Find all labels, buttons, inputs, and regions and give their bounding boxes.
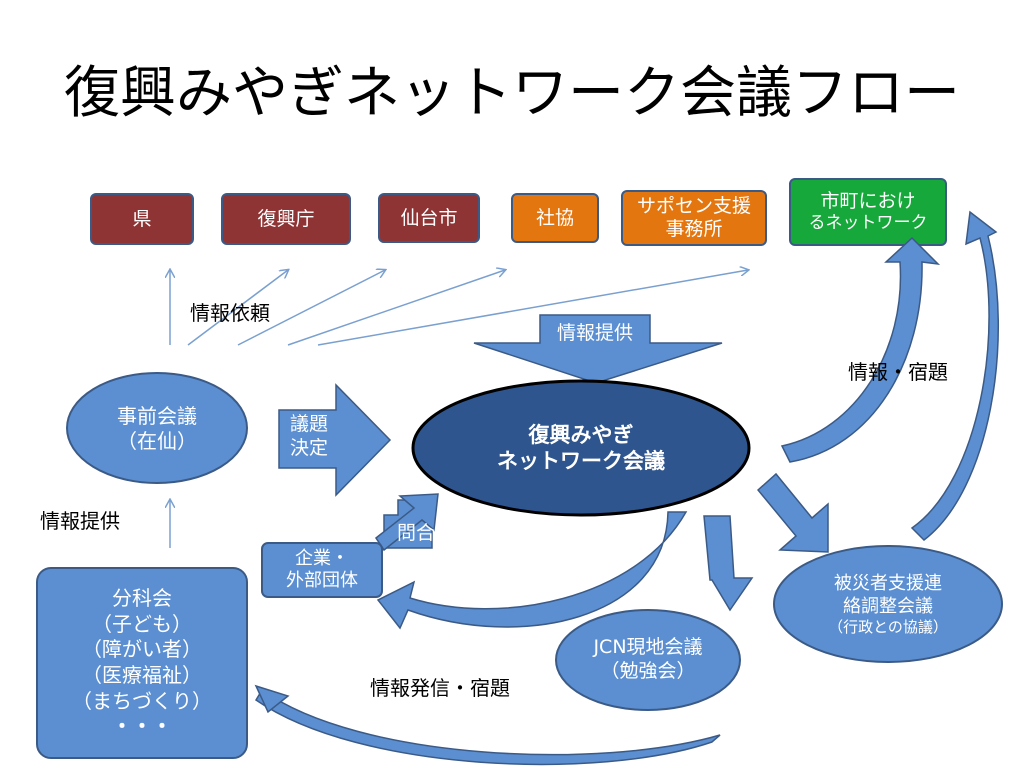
box-sendai-label: 仙台市 bbox=[400, 206, 458, 229]
info-provide-left-label: 情報提供 bbox=[40, 509, 120, 533]
subcommittee-node: 分科会 （子ども） （障がい者） （医療福祉） （まちづくり） ・・・ bbox=[37, 568, 247, 758]
victim-support-node: 被災者支援連 絡調整会議 （行政との協議） bbox=[774, 566, 1002, 644]
pre-meeting-shape bbox=[66, 372, 248, 484]
subcommittee-line: （障がい者） bbox=[82, 637, 202, 662]
inquiry-arrow bbox=[374, 493, 439, 552]
topic-decide-line2: 決定 bbox=[289, 436, 328, 459]
main-meeting-line1: 復興みやぎ bbox=[528, 422, 634, 447]
main-to-victim-arrow bbox=[756, 472, 829, 553]
box-sapocen-line1: サポセン支援 bbox=[636, 195, 751, 218]
pre-meeting-node: 事前会議 （在仙） bbox=[67, 393, 247, 465]
main-meeting-node: 復興みやぎ ネットワーク会議 bbox=[413, 410, 749, 486]
main-to-company-curve bbox=[376, 511, 688, 630]
info-homework-label: 情報・宿題 bbox=[848, 360, 948, 384]
box-fukkocho-label: 復興庁 bbox=[257, 207, 315, 230]
arrow-to-shakyo bbox=[287, 270, 505, 346]
jcn-line1: JCN現地会議 bbox=[593, 636, 703, 659]
subcommittee-line: （子ども） bbox=[92, 611, 192, 636]
company-node: 企業・ 外部団体 bbox=[262, 543, 382, 597]
box-fukkocho: 復興庁 bbox=[221, 193, 351, 245]
main-to-jcn-arrow bbox=[703, 515, 754, 612]
subcommittee-line: （まちづくり） bbox=[72, 688, 212, 713]
victim-line3: （行政との協議） bbox=[828, 618, 948, 637]
info-provide-down-arrow bbox=[473, 314, 723, 384]
subcommittee-line: （医療福祉） bbox=[82, 663, 202, 687]
victim-to-network-curve bbox=[910, 210, 1000, 541]
topic-decide-line1: 議題 bbox=[289, 413, 328, 435]
main-meeting-line2: ネットワーク会議 bbox=[497, 449, 665, 473]
info-request-arrows bbox=[170, 270, 748, 548]
box-machi-line1: 市町におけ bbox=[820, 190, 916, 213]
victim-support-shape bbox=[773, 545, 1003, 663]
info-provide-top-label: 情報提供 bbox=[556, 322, 633, 344]
info-request-label: 情報依頼 bbox=[190, 301, 270, 325]
topic-decide-label: 議題 決定 bbox=[282, 413, 336, 461]
company-line2: 外部団体 bbox=[286, 570, 358, 591]
send-homework-label: 情報発信・宿題 bbox=[370, 676, 510, 700]
jcn-line2: （勉強会） bbox=[600, 660, 696, 682]
pre-meeting-line2: （在仙） bbox=[117, 429, 197, 453]
arrow-to-fukkocho bbox=[187, 270, 288, 346]
box-machi-line2: るネットワーク bbox=[808, 213, 928, 234]
topic-decide-arrow bbox=[278, 383, 392, 497]
main-to-network-curve bbox=[780, 236, 941, 463]
box-ken: 県 bbox=[90, 193, 194, 245]
box-machi-network: 市町におけ るネットワーク bbox=[789, 178, 947, 246]
victim-line2: 絡調整会議 bbox=[843, 595, 933, 617]
box-sendai: 仙台市 bbox=[378, 193, 480, 243]
bottom-curve-body bbox=[254, 688, 721, 766]
company-line1: 企業・ bbox=[295, 547, 349, 569]
subcommittee-shape bbox=[36, 567, 248, 759]
jcn-node: JCN現地会議 （勉強会） bbox=[556, 628, 740, 692]
subcommittee-line: ・・・ bbox=[112, 714, 172, 739]
jcn-shape bbox=[555, 609, 741, 711]
arrow-to-sapocen bbox=[317, 270, 748, 346]
box-sapocen-line2: 事務所 bbox=[665, 218, 723, 240]
box-sapocen: サポセン支援 事務所 bbox=[621, 190, 767, 246]
box-shakyo-label: 社協 bbox=[535, 206, 574, 229]
box-ken-label: 県 bbox=[132, 207, 152, 230]
subcommittee-line: 分科会 bbox=[112, 586, 172, 611]
bottom-curve-head bbox=[254, 684, 290, 714]
inquiry-label: 問合 bbox=[396, 522, 435, 544]
page-title: 復興みやぎネットワーク会議フロー bbox=[64, 61, 960, 126]
box-shakyo: 社協 bbox=[511, 193, 599, 243]
company-shape bbox=[261, 542, 383, 598]
arrow-to-sendai bbox=[237, 270, 385, 346]
main-meeting-shape bbox=[411, 379, 751, 517]
pre-meeting-line1: 事前会議 bbox=[117, 404, 197, 428]
victim-line1: 被災者支援連 bbox=[834, 573, 942, 595]
